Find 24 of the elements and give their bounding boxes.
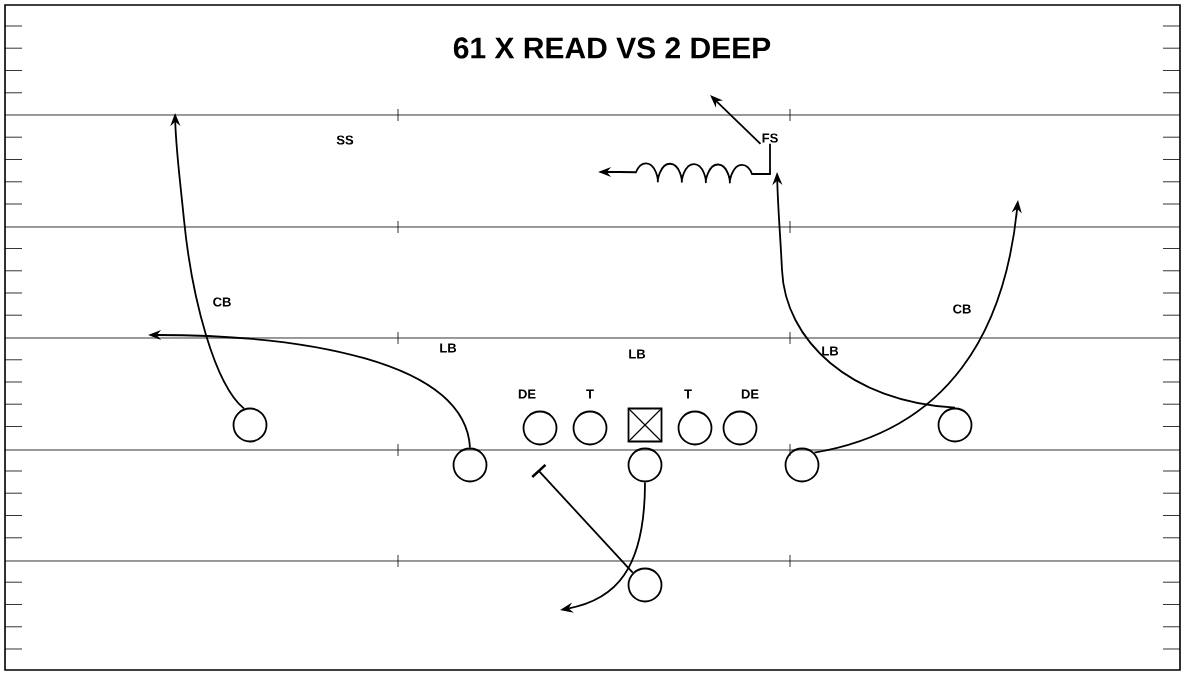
player-circle — [452, 447, 488, 483]
player-label: LB — [822, 346, 839, 356]
player-label: SS — [336, 135, 354, 145]
player-label: LB — [629, 349, 646, 359]
title: 61 X READ VS 2 DEEP — [453, 37, 771, 59]
player-circle — [937, 407, 973, 443]
player-circle — [722, 410, 758, 446]
player-label: DE — [741, 389, 759, 399]
player-label: LB — [440, 343, 457, 353]
player-label: T — [684, 389, 692, 399]
route-arrow — [710, 95, 762, 145]
player-label: CB — [953, 304, 971, 314]
player-label: CB — [213, 297, 231, 307]
player-circle — [232, 407, 268, 443]
player-circle — [572, 410, 608, 446]
player-circle — [522, 410, 558, 446]
player-label: FS — [762, 133, 778, 143]
center-box — [627, 407, 663, 443]
player-label: T — [586, 389, 594, 399]
player-circle — [627, 447, 663, 483]
player-circle — [784, 447, 820, 483]
player-label: DE — [518, 389, 536, 399]
player-circle — [627, 567, 663, 603]
player-circle — [677, 410, 713, 446]
